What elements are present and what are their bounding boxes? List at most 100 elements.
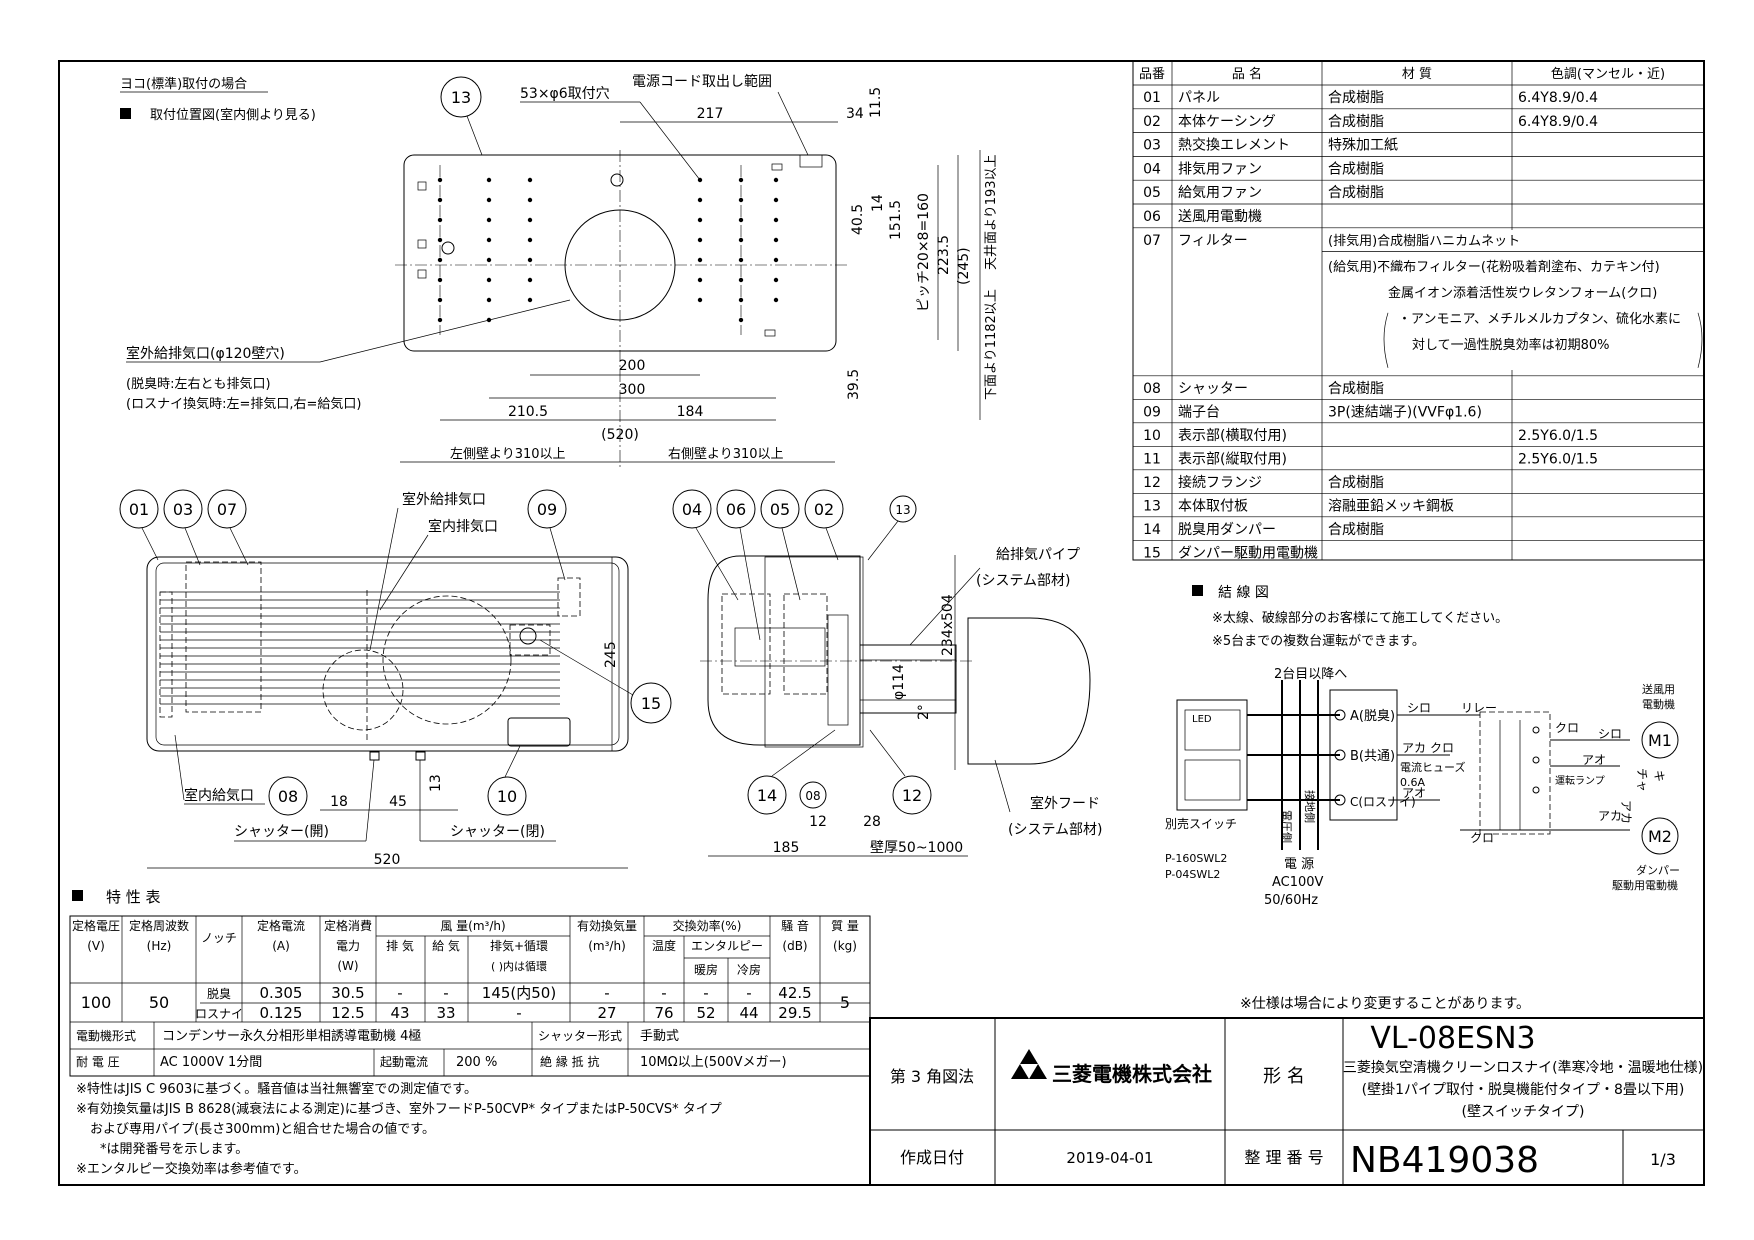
parts-header-name: 品 名 <box>1232 66 1262 82</box>
val-mass: 5 <box>840 993 850 1012</box>
parts-header-no: 品番 <box>1139 67 1165 82</box>
floor-clearance: 下面より1182以上 <box>984 289 999 400</box>
cord-range-label: 電源コード取出し範囲 <box>632 73 772 90</box>
dim-245-front: 245 <box>603 641 619 668</box>
part-no: 05 <box>1143 185 1161 201</box>
spec-note-1: ※特性はJIS C 9603に基づく。騒音値は当社無響室での測定値です。 <box>76 1081 477 1097</box>
part-color: 6.4Y8.9/0.4 <box>1518 114 1598 130</box>
spec-cell: ロスナイ <box>195 1007 243 1021</box>
spec-cell: 0.305 <box>260 984 303 1002</box>
page-number: 1/3 <box>1650 1150 1676 1169</box>
spec-cell: 76 <box>654 1004 673 1022</box>
filter-line: 対して一過性脱臭効率は初期80% <box>1412 337 1610 353</box>
spec-cell: 43 <box>390 1004 409 1022</box>
hood-system-label: (システム部材) <box>1008 822 1103 838</box>
part-no: 14 <box>1143 522 1161 538</box>
pipe-label: 給排気パイプ <box>996 547 1080 563</box>
part-material: 合成樹脂 <box>1328 381 1384 397</box>
start-current-label: 起動電流 <box>380 1055 428 1069</box>
outdoor-exhaust-label: 室外給排気口 <box>402 491 486 508</box>
switch-model-2: P-04SWL2 <box>1165 868 1220 881</box>
part-name: ダンパー駆動用電動機 <box>1178 545 1318 561</box>
part-color: 2.5Y6.0/1.5 <box>1518 428 1598 444</box>
h-current: 定格電流 <box>257 918 305 933</box>
wiring-note-1: ※太線、破線部分のお客様にて施工してください。 <box>1212 610 1508 626</box>
lamp-label: 運転ランプ <box>1555 775 1605 787</box>
dim-28: 28 <box>863 814 881 830</box>
wire-ki: キ <box>1652 770 1666 782</box>
part-material: 合成樹脂 <box>1328 522 1384 538</box>
mounting-case-label: ヨコ(標準)取付の場合 <box>120 76 247 92</box>
bubble-12: 12 <box>902 786 922 805</box>
dim-13: 13 <box>428 774 444 792</box>
spec-cell: - <box>661 984 666 1002</box>
part-no: 06 <box>1143 209 1161 225</box>
dim-234x504: 234x504 <box>940 594 956 656</box>
wiring-diagram: 結 線 図 ※太線、破線部分のお客様にて施工してください。 ※5台までの複数台運… <box>1165 585 1680 908</box>
bubble-14: 14 <box>757 786 777 805</box>
spec-cell: 33 <box>436 1004 455 1022</box>
spec-cell: 44 <box>739 1004 758 1022</box>
right-wall-clearance: 右側壁より310以上 <box>668 447 784 462</box>
motor-label: 電動機形式 <box>76 1028 136 1043</box>
bubble-08: 08 <box>278 787 298 806</box>
power-frequency: 50/60Hz <box>1264 893 1318 908</box>
power-label: 電 源 <box>1284 857 1314 872</box>
part-no: 15 <box>1143 545 1161 561</box>
dim-45: 45 <box>389 794 407 810</box>
spec-cell: 52 <box>696 1004 715 1022</box>
shutter-open-label: シャッター(開) <box>234 824 329 840</box>
power-voltage: AC100V <box>1272 875 1324 890</box>
dim-18: 18 <box>330 794 348 810</box>
terminal-c: C(ロスナイ) <box>1350 795 1416 809</box>
hood-label: 室外フード <box>1030 795 1100 812</box>
lossnay-note: (ロスナイ換気時:左=排気口,右=給気口) <box>126 396 361 412</box>
h-supply: 給 気 <box>432 938 460 953</box>
part-no: 12 <box>1143 475 1161 491</box>
filter-line: (給気用)不織布フィルター(花粉吸着剤塗布、カテキン付) <box>1328 259 1660 275</box>
part-no: 08 <box>1143 381 1161 397</box>
filter-line: 金属イオン添着活性炭ウレタンフォーム(クロ) <box>1388 285 1657 301</box>
m1-desc-1: 送風用 <box>1642 682 1675 696</box>
dim-34: 34 <box>846 106 864 122</box>
dim-11-5: 11.5 <box>868 87 884 118</box>
spec-table: 特 性 表 定格電圧 (V) 定格周波数 (Hz) ノッチ 定格電流 (A) 定… <box>69 888 871 1177</box>
h-volt-unit: (V) <box>87 939 105 953</box>
part-material: 溶融亜鉛メッキ鋼板 <box>1328 498 1454 514</box>
h-eff: 有効換気量 <box>577 918 637 933</box>
wire-shiro-m1: シロ <box>1598 727 1622 741</box>
model-desc-2: (壁掛1パイプ取付・脱臭機能付タイプ・8畳以下用) <box>1362 1082 1685 1098</box>
wiring-note-2: ※5台までの複数台運転ができます。 <box>1212 633 1425 649</box>
serial-label: 整 理 番 号 <box>1244 1148 1323 1167</box>
indoor-supply-label: 室内給気口 <box>184 787 254 804</box>
bubble-04: 04 <box>682 500 702 519</box>
bubble-15: 15 <box>641 694 661 713</box>
fuse-label: 電流ヒューズ <box>1400 760 1465 774</box>
parts-header-material: 材 質 <box>1402 67 1432 82</box>
bubble-13-top <box>440 76 482 118</box>
bubble-09: 09 <box>537 500 557 519</box>
dim-223-5: 223.5 <box>936 235 952 275</box>
serial-number: NB419038 <box>1350 1140 1539 1181</box>
filter-line: (排気用)合成樹脂ハニカムネット <box>1328 233 1520 249</box>
part-name: パネル <box>1178 90 1220 106</box>
h-exhaust: 排 気 <box>386 938 414 953</box>
dim-520-paren: (520) <box>601 427 639 443</box>
wire-kuro-2: クロ <box>1470 831 1494 845</box>
bubble-02: 02 <box>814 500 834 519</box>
model-label: 形 名 <box>1263 1066 1305 1087</box>
spec-cell: 12.5 <box>331 1004 364 1022</box>
model-desc-3: (壁スイッチタイプ) <box>1462 1104 1585 1120</box>
fuse-value: 0.6A <box>1400 776 1425 789</box>
voltage-side: 電圧側 <box>1280 810 1293 843</box>
led-label: LED <box>1192 714 1212 725</box>
front-view: 01 03 07 09 室外給排気口 室内排気口 15 245 室内給気口 08… <box>119 489 672 869</box>
bubble-10: 10 <box>497 787 517 806</box>
spec-cell: - <box>604 984 609 1002</box>
h-eff-unit: (m³/h) <box>588 939 626 953</box>
spec-note-5: ※エンタルピー交換効率は参考値です。 <box>76 1161 307 1177</box>
wire-shiro-a: シロ <box>1407 701 1431 715</box>
motor-m2 <box>1641 817 1679 855</box>
